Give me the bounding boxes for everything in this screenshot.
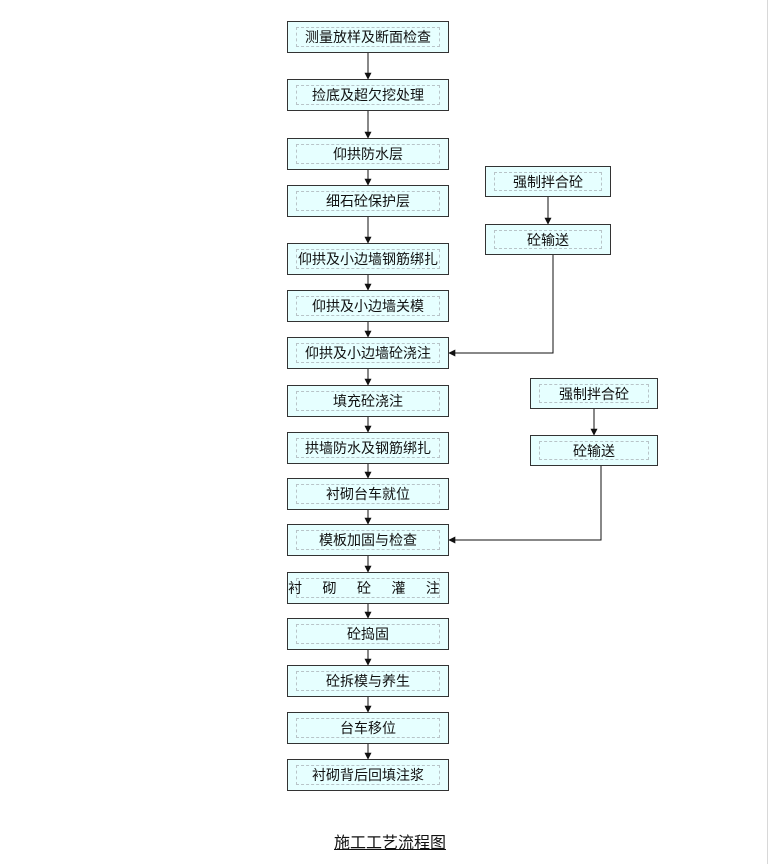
step-box-15: 台车移位 — [287, 712, 449, 744]
step-box-11: 模板加固与检查 — [287, 524, 449, 556]
step-box-8-label: 填充砼浇注 — [296, 391, 440, 411]
step-box-11-label: 模板加固与检查 — [296, 530, 440, 550]
branch2-box-2-label: 砼输送 — [539, 441, 649, 460]
step-box-13-label: 砼捣固 — [296, 624, 440, 644]
page-right-border — [767, 0, 768, 864]
branch1-box-2: 砼输送 — [485, 224, 611, 255]
step-box-15-label: 台车移位 — [296, 718, 440, 738]
step-box-6: 仰拱及小边墙关模 — [287, 290, 449, 322]
branch1-box-2-label: 砼输送 — [494, 230, 602, 249]
step-box-14-label: 砼拆模与养生 — [296, 671, 440, 691]
step-box-9-label: 拱墙防水及钢筋绑扎 — [296, 438, 440, 458]
step-box-1: 测量放样及断面检查 — [287, 21, 449, 53]
step-box-7-label: 仰拱及小边墙砼浇注 — [296, 343, 440, 363]
step-box-5: 仰拱及小边墙钢筋绑扎 — [287, 243, 449, 275]
step-box-2-label: 捡底及超欠挖处理 — [296, 85, 440, 105]
step-box-3-label: 仰拱防水层 — [296, 144, 440, 164]
diagram-caption: 施工工艺流程图 — [334, 833, 447, 852]
branch2-feed-arrow — [448, 466, 602, 544]
branch1-box-1-label: 强制拌合砼 — [494, 172, 602, 191]
branch2-box-1: 强制拌合砼 — [530, 378, 658, 409]
step-box-8: 填充砼浇注 — [287, 385, 449, 417]
step-box-6-label: 仰拱及小边墙关模 — [296, 296, 440, 316]
step-box-16: 衬砌背后回填注浆 — [287, 759, 449, 791]
branch2-box-1-label: 强制拌合砼 — [539, 384, 649, 403]
step-box-4-label: 细石砼保护层 — [296, 191, 440, 211]
step-box-5-label: 仰拱及小边墙钢筋绑扎 — [296, 249, 440, 269]
branch1-box-1: 强制拌合砼 — [485, 166, 611, 197]
step-box-12-label: 衬 砌 砼 灌 注 — [288, 578, 440, 598]
step-box-7: 仰拱及小边墙砼浇注 — [287, 337, 449, 369]
step-box-2: 捡底及超欠挖处理 — [287, 79, 449, 111]
step-box-9: 拱墙防水及钢筋绑扎 — [287, 432, 449, 464]
step-box-16-label: 衬砌背后回填注浆 — [296, 765, 440, 785]
step-box-13: 砼捣固 — [287, 618, 449, 650]
branch1-feed-arrow — [448, 255, 554, 357]
step-box-1-label: 测量放样及断面检查 — [296, 27, 440, 47]
step-box-10: 衬砌台车就位 — [287, 478, 449, 510]
step-box-12: 衬 砌 砼 灌 注 — [287, 572, 449, 604]
step-box-10-label: 衬砌台车就位 — [296, 484, 440, 504]
step-box-14: 砼拆模与养生 — [287, 665, 449, 697]
step-box-3: 仰拱防水层 — [287, 138, 449, 170]
step-box-4: 细石砼保护层 — [287, 185, 449, 217]
branch2-box-2: 砼输送 — [530, 435, 658, 466]
